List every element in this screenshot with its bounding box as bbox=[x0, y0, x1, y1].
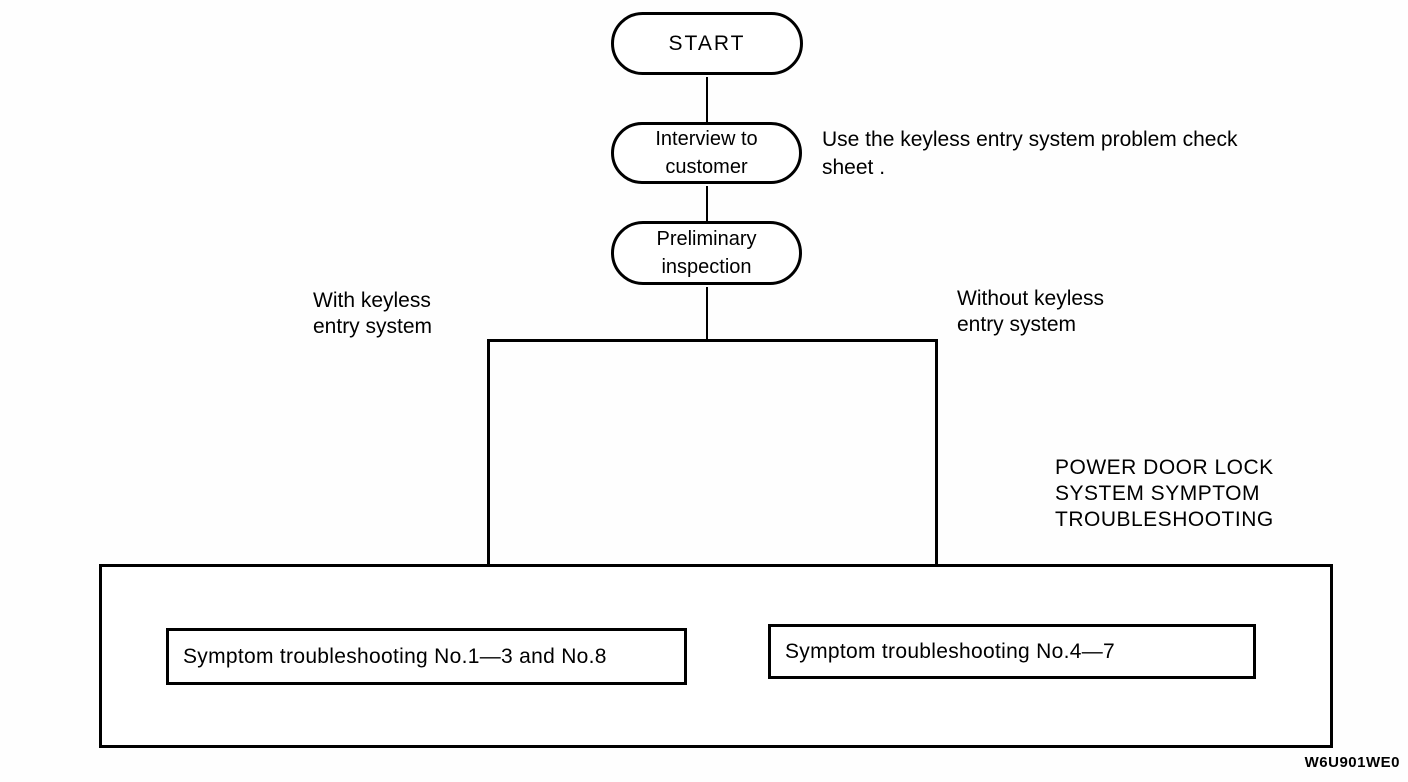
flowchart-node-preliminary-inspection: Preliminary inspection bbox=[611, 221, 802, 285]
outcome-left-label: Symptom troubleshooting No.1—3 and No.8 bbox=[183, 644, 607, 668]
branch-label-with-keyless: With keyless entry system bbox=[313, 289, 433, 338]
connector-interview-to-preliminary bbox=[706, 186, 708, 221]
connector-start-to-interview bbox=[706, 77, 708, 122]
outcome-box-symptom-1-3-8: Symptom troubleshooting No.1—3 and No.8 bbox=[166, 628, 687, 685]
flowchart-node-start: START bbox=[611, 12, 803, 75]
node-preliminary-label: Preliminary inspection bbox=[656, 228, 757, 278]
branch-right-vertical-line bbox=[935, 339, 938, 610]
branch-left-vertical-line bbox=[487, 339, 490, 614]
branch-label-without-keyless: Without keyless entry system bbox=[957, 287, 1105, 336]
outcome-right-label: Symptom troubleshooting No.4—7 bbox=[785, 639, 1115, 663]
connector-preliminary-to-branch bbox=[706, 287, 708, 340]
branch-horizontal-line bbox=[487, 339, 938, 342]
node-start-label: START bbox=[668, 31, 746, 55]
figure-code: W6U901WE0 bbox=[1304, 754, 1400, 771]
power-door-lock-group-label: POWER DOOR LOCK SYSTEM SYMPTOM TROUBLESH… bbox=[1055, 456, 1274, 531]
outcome-box-symptom-4-7: Symptom troubleshooting No.4—7 bbox=[768, 624, 1256, 679]
interview-note: Use the keyless entry system problem che… bbox=[822, 128, 1238, 179]
node-interview-label: Interview to customer bbox=[655, 128, 758, 178]
flowchart-node-interview-customer: Interview to customer bbox=[611, 122, 802, 184]
